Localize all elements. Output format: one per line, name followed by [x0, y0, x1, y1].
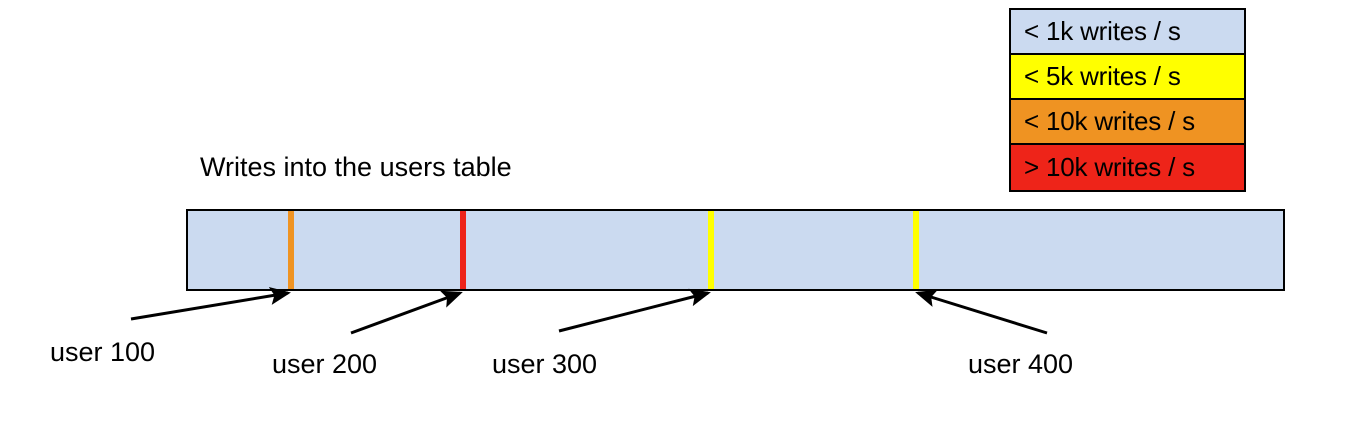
- label-user-100: user 100: [50, 337, 156, 367]
- users-table-bar: [186, 209, 1285, 291]
- label-user-400: user 400: [968, 349, 1074, 379]
- legend-row-2: < 5k writes / s: [1011, 55, 1244, 100]
- arrow-user-400: [915, 289, 1048, 335]
- marker-user-400: [913, 211, 919, 289]
- legend-label-1: < 1k writes / s: [1024, 16, 1181, 46]
- legend-row-1: < 1k writes / s: [1011, 10, 1244, 55]
- legend-label-3: < 10k writes / s: [1024, 106, 1195, 136]
- legend-row-4: > 10k writes / s: [1011, 145, 1244, 190]
- arrow-user-300: [558, 288, 711, 333]
- arrow-user-100: [130, 287, 291, 321]
- marker-user-300: [708, 211, 714, 289]
- marker-user-200: [460, 211, 466, 289]
- label-user-200: user 200: [272, 349, 378, 379]
- legend-label-2: < 5k writes / s: [1024, 61, 1181, 91]
- legend: < 1k writes / s < 5k writes / s < 10k wr…: [1009, 8, 1246, 192]
- legend-label-4: > 10k writes / s: [1024, 152, 1195, 182]
- label-user-300: user 300: [492, 349, 598, 379]
- chart-title: Writes into the users table: [200, 152, 512, 182]
- marker-user-100: [288, 211, 294, 289]
- arrow-user-200: [350, 290, 463, 335]
- legend-row-3: < 10k writes / s: [1011, 100, 1244, 145]
